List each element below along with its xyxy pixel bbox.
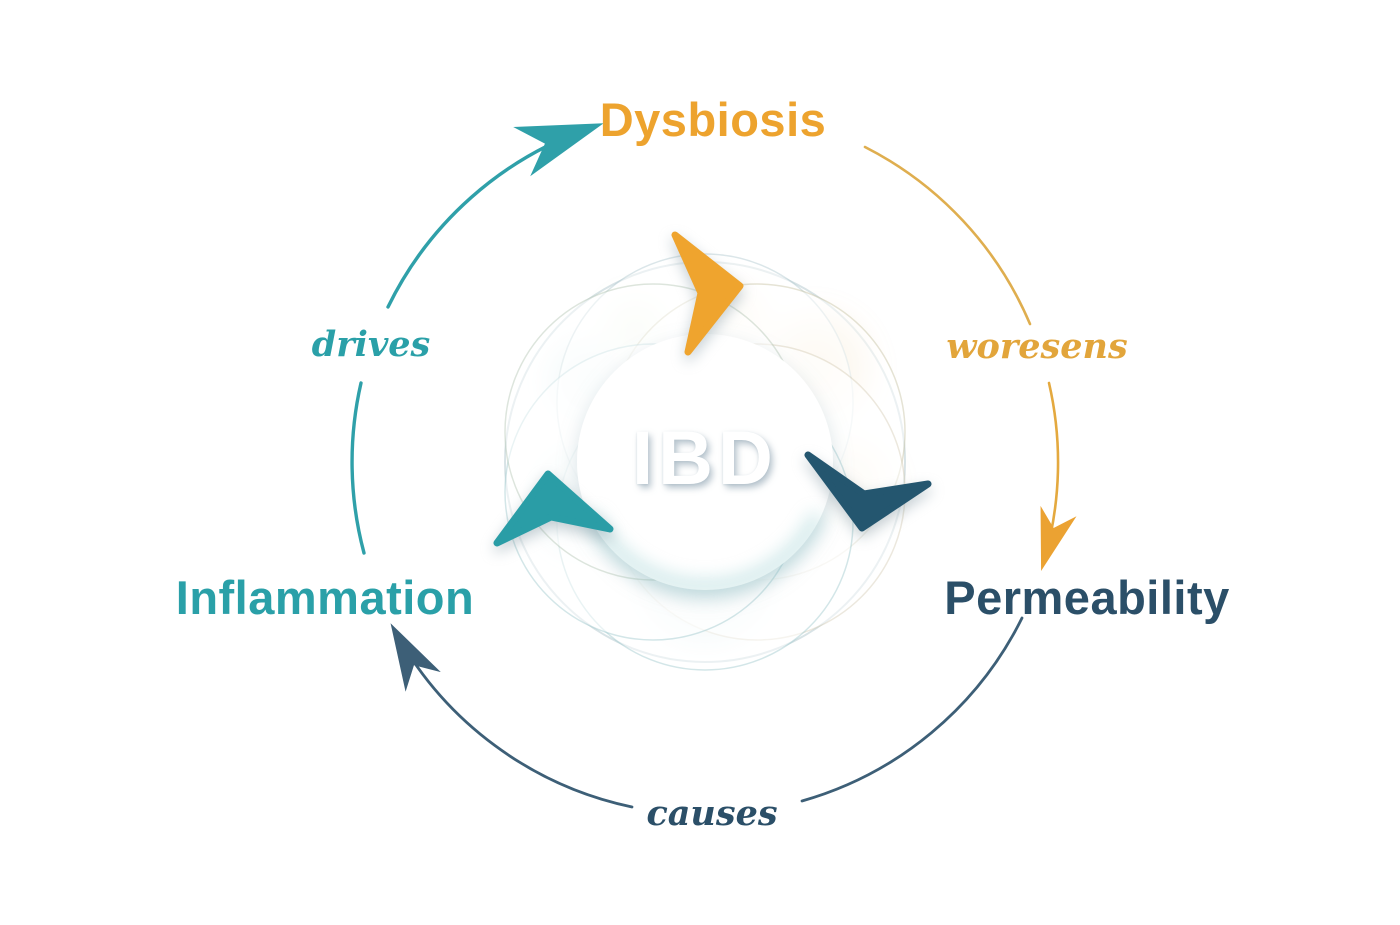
woresens-arrowhead-icon: [1040, 381, 1077, 571]
center-chevrons: [493, 231, 932, 547]
edge-label-causes: causes: [646, 793, 778, 834]
navy-chevron-arrow-icon: [804, 451, 932, 532]
drives-arrowhead-icon: [386, 123, 604, 309]
node-label-inflammation: Inflammation: [175, 571, 475, 624]
orange-chevron-arrow-icon: [671, 231, 744, 356]
core-teal-rim: [586, 512, 824, 593]
arc-drives: [350, 123, 604, 555]
rosette-emblem: [504, 253, 906, 671]
cycle-arcs: [350, 123, 1077, 809]
ibd-core-circle: [577, 334, 833, 590]
arc-causes: [390, 616, 1024, 809]
node-label-dysbiosis: Dysbiosis: [599, 93, 827, 146]
center-ibd-label: IBD: [632, 416, 778, 502]
teal-chevron-arrow-icon: [493, 470, 614, 547]
edge-label-woresens: woresens: [946, 326, 1128, 367]
causes-arrowhead-icon: [390, 623, 634, 809]
arc-woresens: [863, 145, 1077, 571]
edge-label-drives: drives: [311, 324, 431, 365]
node-label-permeability: Permeability: [944, 571, 1230, 624]
